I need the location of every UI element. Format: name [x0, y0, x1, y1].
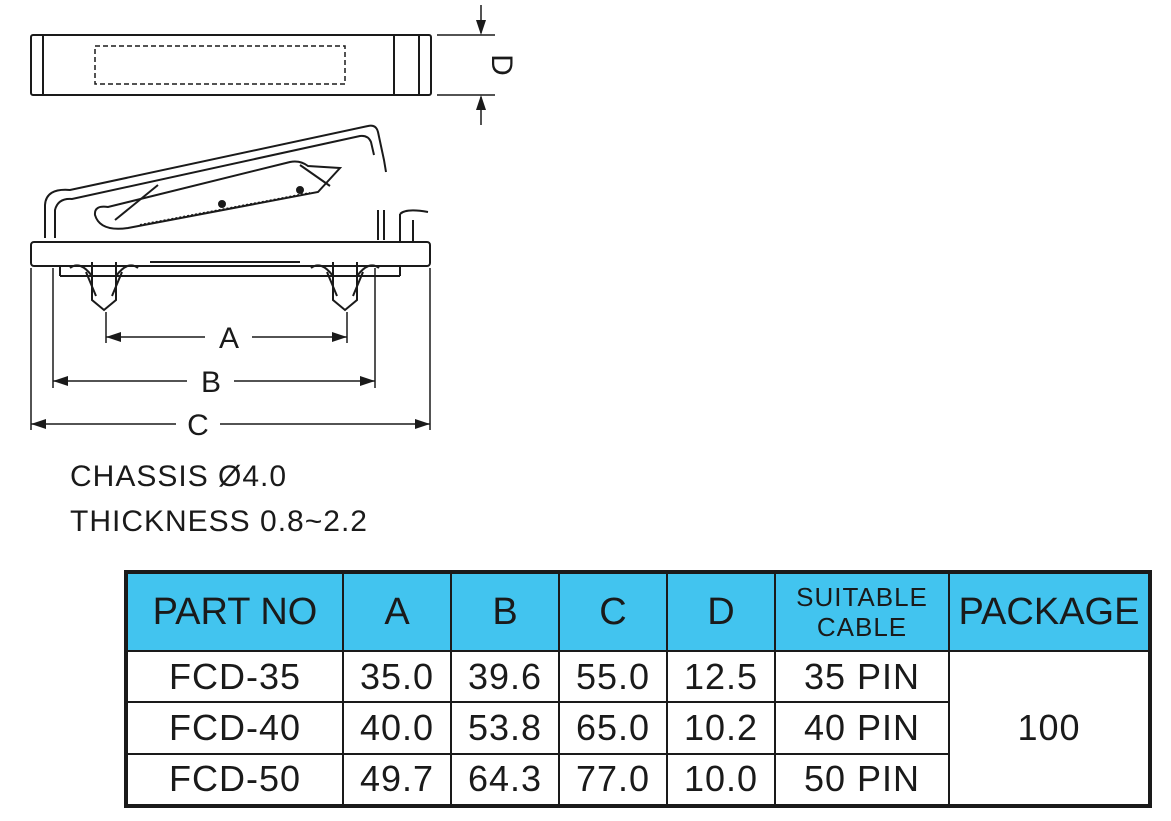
- table-row: FCD-50 49.7 64.3 77.0 10.0 50 PIN: [124, 752, 1150, 808]
- dim-label-c: C: [187, 409, 209, 442]
- header-b: B: [450, 571, 560, 652]
- header-suitable-cable: SUITABLE CABLE: [774, 571, 950, 652]
- technical-drawing: A B C D: [30, 5, 518, 442]
- header-cable-line1: SUITABLE: [796, 582, 928, 612]
- table-row: FCD-35 35.0 39.6 55.0 12.5 35 PIN 100: [124, 649, 1151, 807]
- cell-part-no: FCD-50: [124, 752, 344, 808]
- cell-package: 100: [948, 650, 1151, 807]
- cell-b: 64.3: [450, 752, 560, 808]
- cell-d: 12.5: [666, 649, 776, 704]
- cell-a: 35.0: [342, 649, 452, 704]
- cell-c: 65.0: [558, 701, 668, 755]
- cell-cable: 50 PIN: [774, 752, 950, 808]
- dim-label-a: A: [219, 322, 239, 355]
- header-c: C: [558, 571, 668, 652]
- cell-c: 77.0: [558, 752, 668, 808]
- dimension-a: [106, 332, 347, 342]
- spec-table: PART NO A B C D SUITABLE CABLE PACKAGE F…: [124, 570, 1152, 808]
- cell-cable: 40 PIN: [774, 701, 950, 755]
- cell-part-no: FCD-40: [124, 701, 344, 755]
- dimension-b: [53, 376, 375, 386]
- header-a: A: [342, 571, 452, 652]
- header-d: D: [666, 571, 776, 652]
- cell-d: 10.2: [666, 701, 776, 755]
- dim-label-d: D: [485, 54, 518, 76]
- cell-d: 10.0: [666, 752, 776, 808]
- cell-cable: 35 PIN: [774, 649, 950, 704]
- cell-part-no: FCD-35: [124, 649, 344, 704]
- cell-b: 39.6: [450, 649, 560, 704]
- cell-a: 40.0: [342, 701, 452, 755]
- header-cable-line2: CABLE: [816, 612, 908, 642]
- table-row: FCD-40 40.0 53.8 65.0 10.2 40 PIN: [124, 701, 1150, 755]
- table-header-row: PART NO A B C D SUITABLE CABLE PACKAGE: [124, 571, 1151, 652]
- dim-label-b: B: [201, 366, 221, 399]
- cell-c: 55.0: [558, 649, 668, 704]
- dimension-c: [31, 419, 430, 429]
- header-part-no: PART NO: [124, 571, 344, 652]
- side-view: [30, 124, 431, 430]
- cell-a: 49.7: [342, 752, 452, 808]
- header-package: PACKAGE: [948, 571, 1151, 652]
- top-view: [30, 5, 495, 125]
- chassis-spec: CHASSIS Ø4.0: [70, 460, 288, 493]
- cell-b: 53.8: [450, 701, 560, 755]
- thickness-spec: THICKNESS 0.8~2.2: [70, 505, 368, 538]
